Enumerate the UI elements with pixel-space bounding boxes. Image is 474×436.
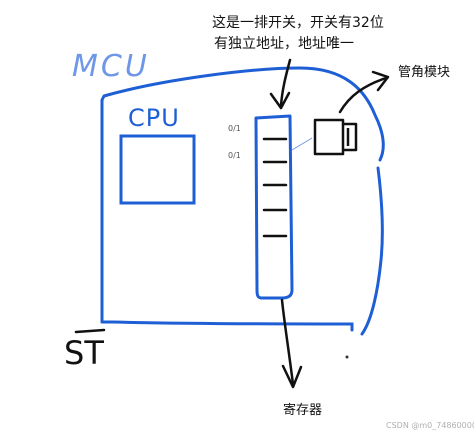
watermark: CSDN @m0_74860000 xyxy=(386,421,474,430)
mcu-label: MCU xyxy=(72,49,150,84)
note-arrow-head xyxy=(269,91,291,110)
bit-label-1: 0/1 xyxy=(228,124,241,133)
cpu-block xyxy=(119,134,196,205)
st-label: ST xyxy=(64,334,104,372)
cpu-label: CPU xyxy=(128,104,180,132)
st-line xyxy=(74,328,106,334)
switch-note-line1: 这是一排开关，开关有32位 xyxy=(212,14,384,31)
module-arrow xyxy=(338,76,388,114)
module-arrow-head xyxy=(371,70,390,92)
register-column xyxy=(254,114,294,300)
register-label: 寄存器 xyxy=(283,402,322,418)
note-arrow xyxy=(279,58,292,108)
mcu-right-edge xyxy=(360,166,384,336)
module-label: 管角模块 xyxy=(398,65,450,80)
switch-note-line2: 有独立地址，地址唯一 xyxy=(214,36,354,52)
dot-mark xyxy=(345,355,349,359)
register-bits xyxy=(262,137,288,238)
register-arrow xyxy=(280,298,295,386)
register-module-link xyxy=(291,137,313,151)
register-arrow-head xyxy=(281,364,303,389)
mcu-bottom-edge xyxy=(100,320,354,332)
mcu-outline xyxy=(100,66,385,324)
pin-module xyxy=(313,118,358,156)
bit-label-2: 0/1 xyxy=(228,151,241,160)
